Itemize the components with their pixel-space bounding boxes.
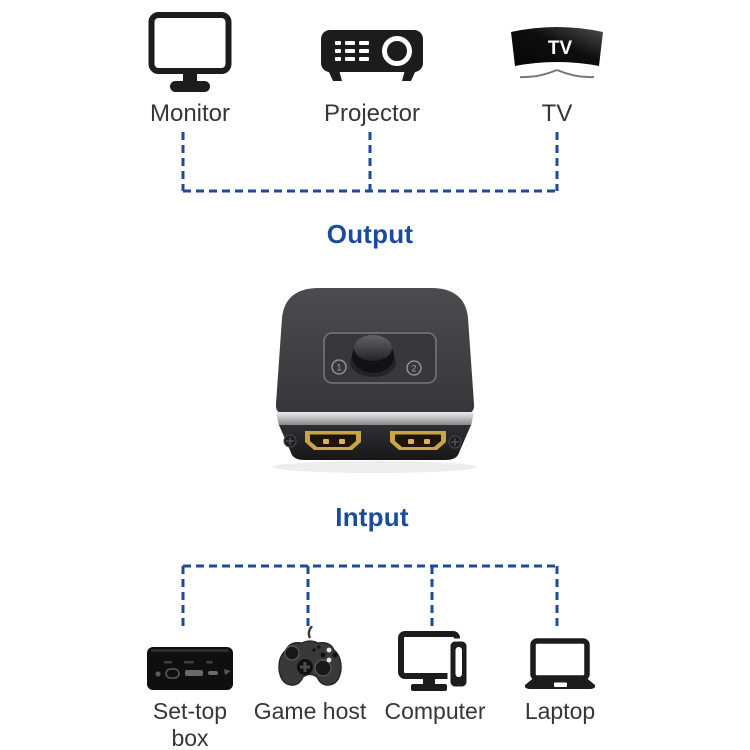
switcher-silver-rim: [276, 412, 474, 426]
port-2-label: 2: [411, 364, 416, 374]
set-top-box-icon: [147, 647, 233, 690]
port-1-label: 1: [336, 363, 341, 373]
device-label: Laptop: [524, 698, 596, 724]
laptop-icon: [524, 638, 596, 689]
computer-icon-slot: [398, 628, 472, 692]
tv-icon-slot: TV: [508, 12, 606, 94]
gamepad-icon-slot: [272, 626, 348, 692]
input-device-computer: Computer: [370, 628, 500, 725]
laptop-icon-slot: [521, 628, 599, 692]
output-connector-lines: [181, 132, 559, 193]
set-top-box-icon-slot: [144, 628, 236, 692]
hdmi-switcher-image: 1 2: [273, 288, 477, 473]
device-label: TV: [541, 100, 573, 127]
device-label: Monitor: [149, 100, 231, 127]
device-label: Computer: [384, 698, 486, 724]
port-1-badge: [331, 359, 347, 375]
selector-knob-cap: [354, 335, 392, 361]
device-label: Game host: [253, 698, 367, 724]
monitor-icon-slot: [148, 12, 232, 94]
port-2-badge: [406, 360, 422, 376]
projector-icon: [321, 30, 423, 81]
projector-icon-slot: [320, 12, 424, 94]
device-label: Set-top box: [152, 698, 228, 750]
output-section-title: Output: [326, 219, 414, 249]
input-device-settop: Set-top box: [135, 628, 245, 750]
output-device-tv: TV TV: [492, 12, 622, 128]
device-shadow: [273, 461, 477, 473]
input-device-laptop: Laptop: [495, 628, 625, 725]
input-connector-lines: [181, 564, 559, 630]
device-label: Projector: [323, 100, 421, 127]
input-section-title: Intput: [335, 502, 409, 532]
monitor-icon: [148, 12, 232, 92]
gamepad-icon: [278, 626, 342, 686]
input-device-gamehost: Game host: [245, 626, 375, 725]
tv-screen-text: TV: [548, 38, 573, 59]
output-device-projector: Projector: [307, 12, 437, 128]
output-device-monitor: Monitor: [125, 12, 255, 128]
computer-icon: [398, 631, 470, 691]
tv-icon: TV: [511, 27, 603, 79]
